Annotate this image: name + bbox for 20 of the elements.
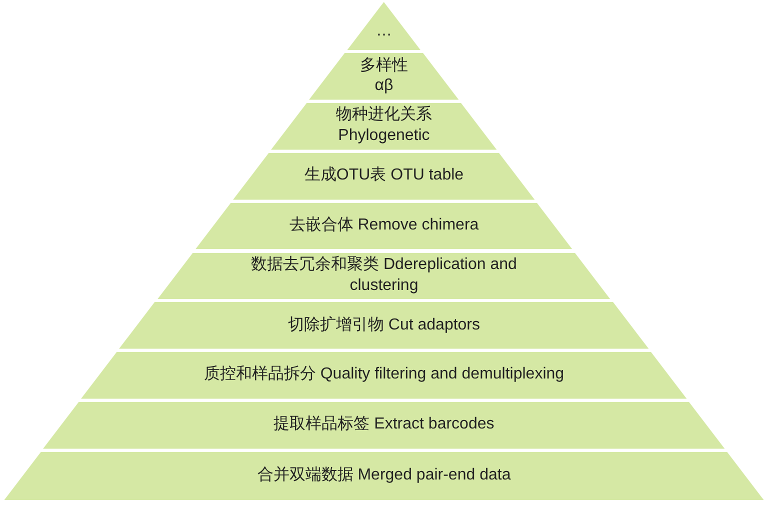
level-label: 提取样品标签 Extract barcodes — [274, 414, 494, 435]
level-label: 合并双端数据 Merged pair-end data — [257, 465, 511, 486]
pyramid-level — [347, 2, 421, 50]
level-label: 去嵌合体 Remove chimera — [289, 216, 479, 236]
pyramid-level — [43, 402, 725, 449]
level-label: 生成OTU表 OTU table — [304, 166, 464, 186]
level-label: 质控和样品拆分 Quality filtering and demultiplexing — [204, 365, 564, 386]
pyramid-level — [4, 452, 764, 500]
pyramid-level — [157, 252, 611, 300]
pyramid-level — [271, 103, 497, 150]
level-label: 物种进化关系 Phylogenetic — [334, 106, 433, 146]
pyramid-level — [195, 202, 573, 250]
level-label: 数据去冗余和聚类 Ddereplication and clustering — [250, 255, 518, 296]
pyramid-level — [309, 53, 459, 100]
pyramid-level — [81, 352, 687, 399]
level-label: … — [376, 22, 392, 42]
pyramid-level — [233, 152, 535, 200]
pyramid-level — [119, 302, 649, 350]
level-label: 多样性αβ — [358, 56, 409, 97]
level-label: 切除扩增引物 Cut adaptors — [288, 315, 480, 336]
